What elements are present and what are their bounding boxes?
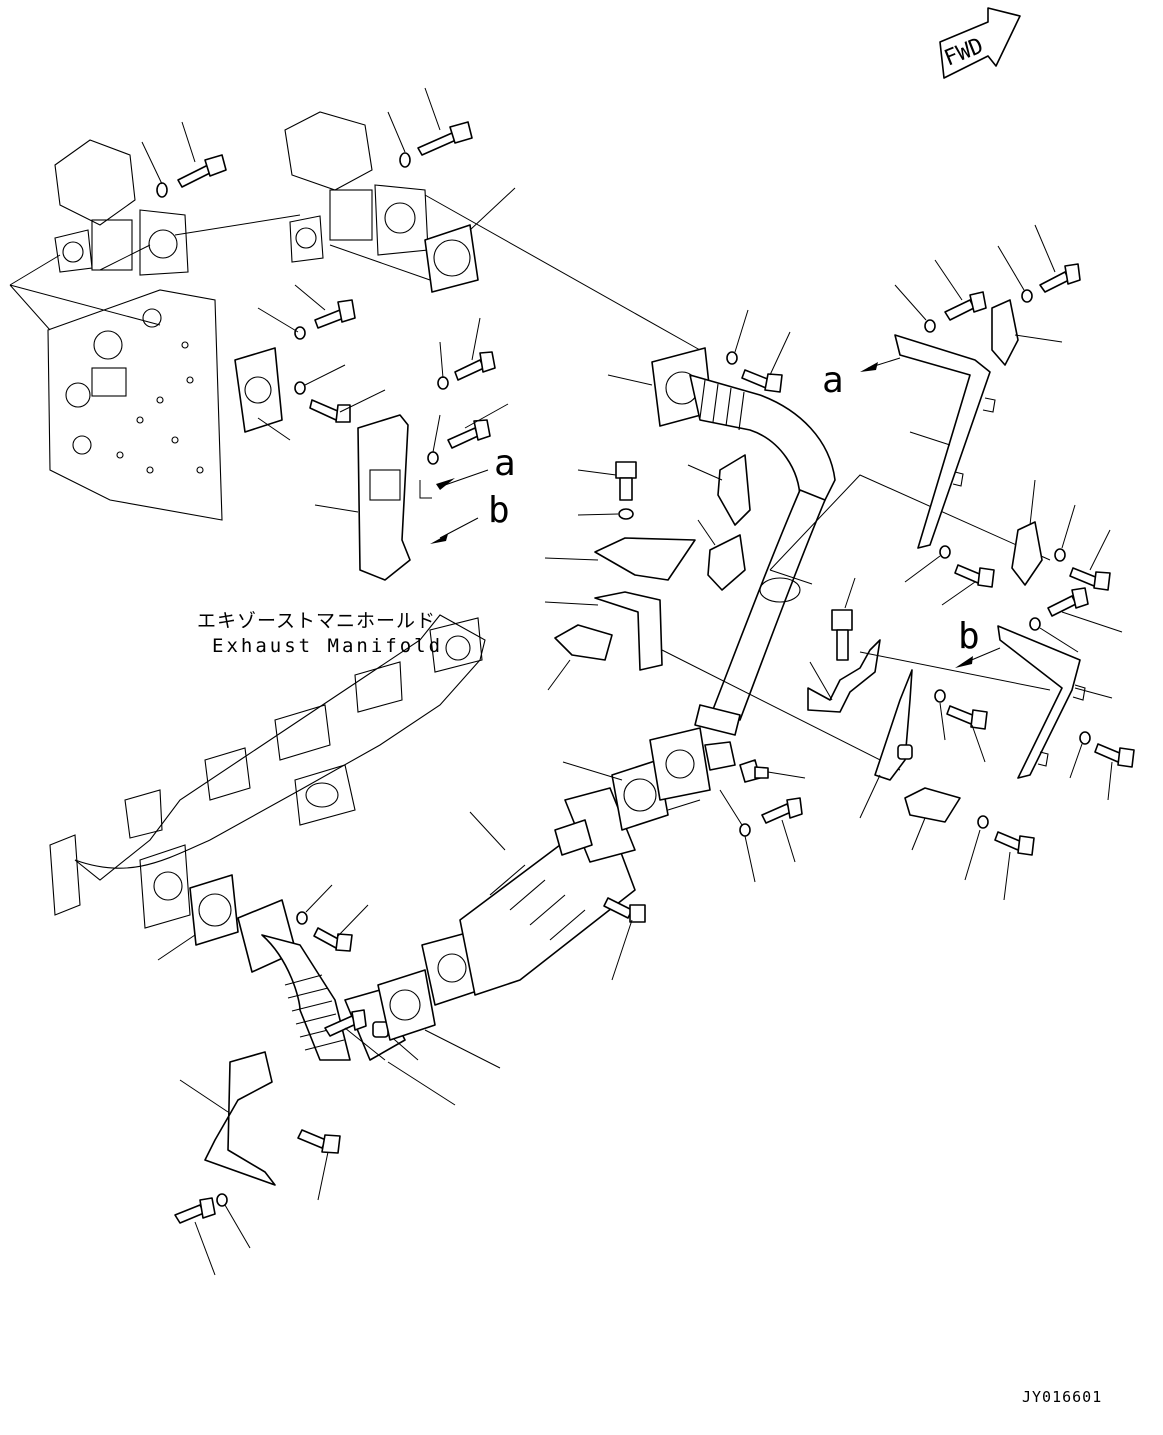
bolt-icon — [1047, 587, 1089, 617]
callout-arrow-a — [436, 478, 455, 490]
bracket-icon — [894, 334, 996, 549]
washer-icon — [294, 381, 306, 395]
part-label-jp: エキゾーストマニホールド — [197, 610, 436, 632]
egr-valve-left — [54, 139, 189, 276]
bolt-icon — [946, 705, 988, 730]
egr-cooler — [421, 787, 636, 1006]
bracket-icon — [357, 414, 411, 581]
washer-icon — [294, 326, 306, 340]
bolt-icon — [447, 419, 491, 449]
bracket-icon — [874, 669, 913, 781]
clamp-icon — [717, 454, 751, 526]
bolt-icon — [309, 399, 351, 423]
washer-icon — [934, 689, 946, 703]
bolt-icon — [603, 897, 646, 923]
flange-plate — [234, 347, 283, 433]
washer-icon — [739, 823, 751, 837]
bracket-icon — [594, 537, 696, 581]
bolt-icon — [177, 154, 227, 188]
callout-b-left: b — [488, 490, 510, 531]
washer-icon — [437, 376, 449, 390]
bolt-icon — [739, 759, 769, 783]
washer-icon — [726, 351, 738, 365]
washer-icon — [1021, 289, 1033, 303]
clamp-icon — [1011, 521, 1043, 586]
bolt-icon — [1069, 567, 1111, 591]
part-label-en: Exhaust Manifold — [212, 635, 443, 657]
callout-b-right: b — [958, 616, 980, 657]
gasket-icon — [424, 224, 479, 293]
callout-arrow-b-right — [955, 656, 973, 668]
engine-block-plate — [47, 289, 223, 521]
clamp-icon — [707, 534, 746, 591]
washer-icon — [618, 508, 634, 520]
bolt-icon — [313, 927, 353, 952]
bolt-icon — [994, 831, 1035, 856]
egr-valve-right — [284, 111, 429, 263]
washer-icon — [924, 319, 936, 333]
bracket-icon — [594, 591, 663, 671]
washer-icon — [1079, 731, 1091, 745]
callout-a-left: a — [494, 443, 516, 484]
clamp-icon — [554, 624, 613, 661]
bolt-icon — [174, 1197, 216, 1224]
callout-arrow-a-right — [860, 362, 878, 372]
gasket-icon — [377, 969, 436, 1041]
bolt-icon — [297, 1129, 341, 1154]
exhaust-manifold — [49, 614, 486, 929]
washer-icon — [296, 911, 308, 925]
drawing-id: JY016601 — [1022, 1388, 1102, 1406]
bolt-icon — [454, 351, 496, 381]
bolt-icon — [314, 299, 356, 329]
washer-icon — [1029, 617, 1041, 631]
washer-icon — [399, 152, 411, 168]
fwd-arrow-icon: FWD — [939, 7, 1021, 79]
washer-icon — [1054, 548, 1066, 562]
bolt-icon — [944, 291, 987, 321]
bolt-icon — [324, 1009, 367, 1037]
bellows-pipe-icon — [649, 347, 836, 801]
bolt-icon — [741, 369, 783, 393]
bolt-icon — [831, 609, 853, 661]
washer-icon — [156, 182, 168, 198]
bolt-icon — [1094, 743, 1135, 768]
gasket-icon — [189, 874, 239, 946]
bolt-icon — [615, 461, 637, 501]
bolt-icon — [1039, 263, 1081, 293]
gasket-icon — [611, 759, 669, 831]
washer-icon — [939, 545, 951, 559]
bracket-icon — [997, 625, 1086, 779]
clamp-icon — [991, 299, 1019, 366]
callout-a-right: a — [822, 360, 844, 401]
bolt-icon — [954, 564, 995, 588]
washer-icon — [427, 451, 439, 465]
bolt-icon — [417, 121, 473, 156]
washer-icon — [216, 1193, 228, 1207]
washer-icon — [977, 815, 989, 829]
clamp-icon — [904, 787, 961, 823]
bracket-icon — [807, 639, 881, 713]
bracket-icon — [204, 1051, 276, 1186]
bolt-icon — [761, 797, 803, 824]
